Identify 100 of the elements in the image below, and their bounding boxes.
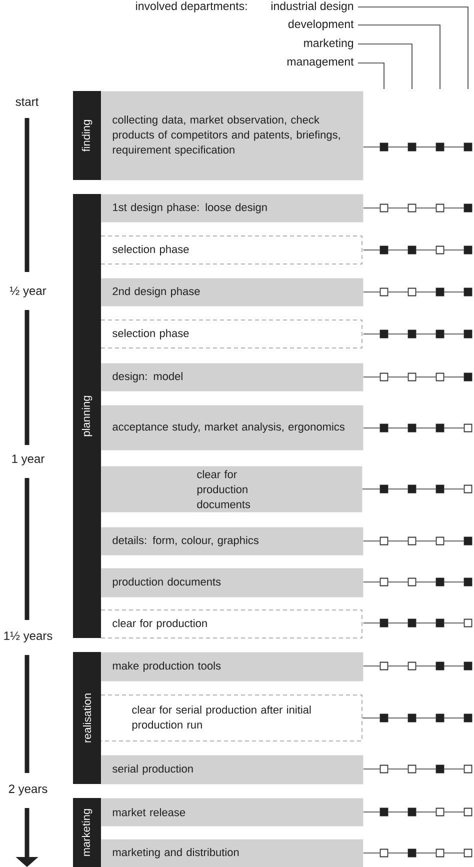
- filled-square: [380, 424, 388, 432]
- open-square: [380, 204, 388, 212]
- connector-line: [388, 488, 408, 490]
- connector-line: [444, 622, 464, 624]
- open-square: [380, 288, 388, 296]
- dashed-step-box: selection phase: [100, 236, 362, 264]
- filled-square: [436, 424, 444, 432]
- open-square: [436, 372, 444, 382]
- open-square: [408, 764, 416, 774]
- filled-square: [464, 662, 472, 670]
- open-square: [408, 662, 416, 670]
- filled-square: [464, 142, 472, 152]
- step-box: market release: [101, 798, 364, 826]
- open-square: [408, 372, 416, 382]
- department-label: development: [288, 20, 354, 30]
- filled-square: [436, 618, 444, 628]
- filled-square: [408, 142, 416, 152]
- filled-square: [408, 330, 416, 338]
- filled-square: [380, 618, 388, 628]
- time-label: 2 years: [8, 784, 48, 796]
- connector-line: [388, 376, 408, 378]
- open-square: [464, 424, 472, 432]
- open-square: [464, 808, 472, 816]
- phase-bar: finding: [73, 91, 101, 180]
- phase-bar: planning: [73, 194, 101, 638]
- filled-square: [380, 330, 388, 338]
- phase-bar: realisation: [73, 652, 101, 784]
- open-square: [380, 536, 388, 546]
- time-label: 1 year: [12, 454, 44, 466]
- connector-line: [444, 852, 464, 854]
- step-box: clear for production documents: [101, 466, 362, 512]
- connector-line: [388, 768, 408, 770]
- dashed-step-box: clear for production: [100, 610, 362, 638]
- filled-square: [464, 246, 472, 254]
- connector-line: [416, 540, 436, 542]
- filled-square: [380, 246, 388, 254]
- step-box: serial production: [101, 755, 364, 784]
- open-square: [436, 246, 444, 254]
- filled-square: [464, 330, 472, 338]
- step-box: design: model: [101, 363, 364, 392]
- filled-square: [408, 848, 416, 858]
- leader-line: [358, 62, 384, 90]
- filled-square: [408, 424, 416, 432]
- leader-line: [358, 44, 412, 90]
- step-box: 1st design phase: loose design: [101, 194, 364, 222]
- open-square: [380, 578, 388, 586]
- open-square: [436, 204, 444, 212]
- step-box: production documents: [101, 568, 364, 598]
- connector-line: [388, 622, 408, 624]
- filled-square: [436, 764, 444, 774]
- filled-square: [464, 714, 472, 722]
- connector-line: [363, 622, 380, 624]
- filled-square: [464, 204, 472, 212]
- step-box: details: form, colour, graphics: [101, 527, 364, 556]
- filled-square: [436, 288, 444, 296]
- connector-line: [416, 146, 436, 148]
- connector-line: [363, 852, 380, 854]
- time-label: 1½ years: [4, 632, 52, 642]
- open-square: [436, 848, 444, 858]
- open-square: [436, 536, 444, 546]
- connector-line: [444, 768, 464, 770]
- phase-bar: marketing: [73, 798, 101, 867]
- connector-line: [363, 146, 380, 148]
- connector-line: [416, 488, 436, 490]
- leader-line: [358, 24, 440, 90]
- filled-square: [408, 808, 416, 816]
- filled-square: [464, 536, 472, 546]
- filled-square: [464, 578, 472, 586]
- filled-square: [436, 330, 444, 338]
- connector-line: [362, 488, 380, 490]
- connector-line: [416, 376, 436, 378]
- open-square: [464, 764, 472, 774]
- connector-line: [444, 376, 464, 378]
- connector-line: [363, 376, 380, 378]
- step-box: collecting data, market observation, check products of competitors and patents, briefings, requirement specification: [101, 91, 364, 180]
- time-label: ½ year: [10, 286, 46, 298]
- department-label: industrial design: [271, 2, 354, 12]
- open-square: [408, 578, 416, 586]
- connector-line: [416, 768, 436, 770]
- filled-square: [380, 142, 388, 152]
- connector-line: [363, 768, 380, 770]
- department-label: management: [287, 58, 354, 68]
- open-square: [408, 204, 416, 212]
- filled-square: [436, 484, 444, 494]
- heading-label: involved departments:: [136, 2, 247, 12]
- open-square: [408, 288, 416, 296]
- filled-square: [408, 618, 416, 628]
- open-square: [464, 618, 472, 628]
- department-label: marketing: [304, 38, 354, 50]
- filled-square: [408, 484, 416, 494]
- dashed-step-box: selection phase: [100, 320, 362, 348]
- filled-square: [436, 714, 444, 722]
- filled-square: [380, 808, 388, 816]
- step-box: 2nd design phase: [101, 278, 364, 306]
- connector-line: [363, 540, 380, 542]
- filled-square: [380, 714, 388, 722]
- step-box: make production tools: [101, 652, 364, 682]
- open-square: [436, 808, 444, 816]
- filled-square: [436, 142, 444, 152]
- filled-square: [408, 246, 416, 254]
